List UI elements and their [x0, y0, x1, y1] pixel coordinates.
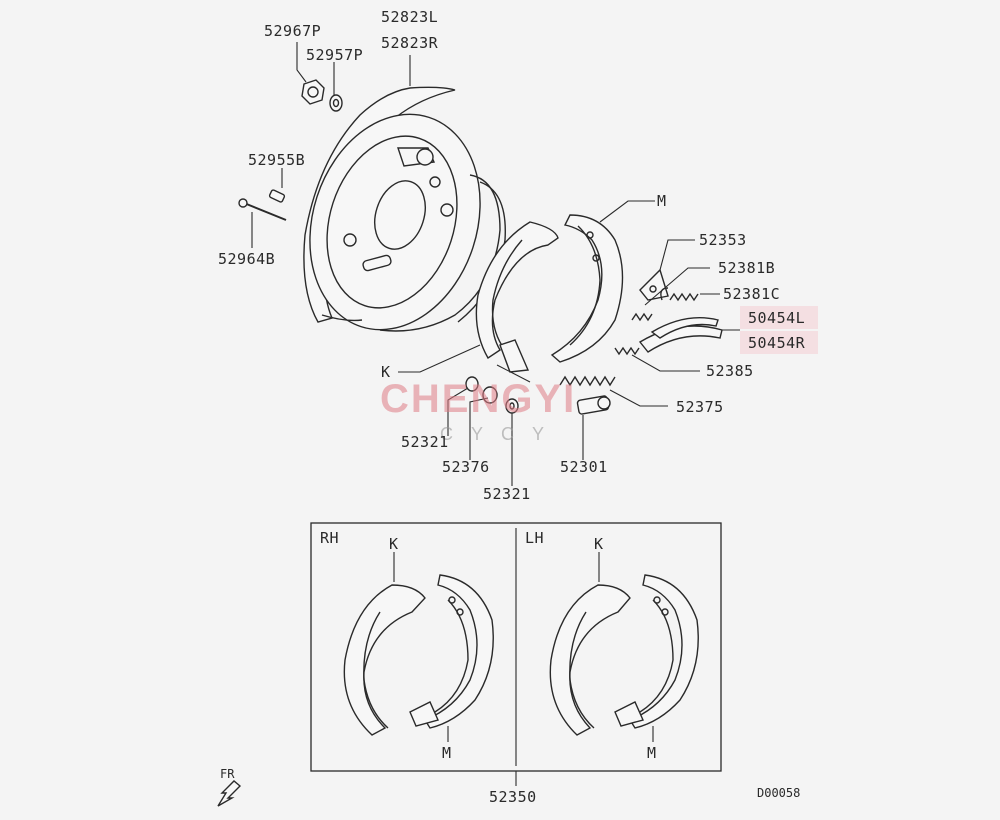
label-K: K — [381, 363, 391, 381]
label-52823L: 52823L — [381, 8, 438, 26]
watermark-brand: CHENGYI — [380, 377, 576, 421]
highlight-50454R — [740, 331, 818, 354]
front-direction-indicator: FR — [217, 767, 242, 807]
rh-m-label: M — [442, 744, 452, 762]
rh-shoe-m — [409, 574, 494, 729]
label-52381B: 52381B — [718, 259, 775, 277]
label-52381C: 52381C — [723, 285, 780, 303]
label-52823R: 52823R — [381, 34, 439, 52]
leader-lines — [251, 42, 740, 486]
label-M: M — [657, 192, 667, 210]
label-52385: 52385 — [706, 362, 754, 380]
label-52353: 52353 — [699, 231, 747, 249]
label-52967P: 52967P — [264, 22, 321, 40]
diagram-code: D00058 — [757, 786, 800, 800]
front-label: FR — [220, 767, 235, 781]
spring-52381B — [631, 312, 653, 322]
lever-50454 — [638, 317, 723, 353]
pin-52955B — [268, 189, 286, 203]
label-52321-a: 52321 — [401, 433, 449, 451]
shoe-K — [475, 221, 559, 383]
label-52350: 52350 — [489, 788, 537, 806]
inset-rh-label: RH — [320, 529, 339, 547]
label-50454R: 50454R — [748, 334, 806, 352]
watermark-sub: CYCY — [440, 424, 562, 444]
plate-52353 — [639, 268, 669, 301]
inset-lh-label: LH — [525, 529, 544, 547]
label-52957P: 52957P — [306, 46, 363, 64]
label-52321-b: 52321 — [483, 485, 531, 503]
rh-k-label: K — [389, 535, 399, 553]
spring-52385 — [614, 346, 640, 356]
label-52375: 52375 — [676, 398, 724, 416]
label-52964B: 52964B — [218, 250, 275, 268]
washer-52957P — [329, 94, 343, 112]
front-arrow-icon — [217, 780, 242, 807]
adjuster-52301 — [576, 395, 611, 415]
spring-52375 — [559, 375, 616, 387]
lh-k-label: K — [594, 535, 604, 553]
lh-m-label: M — [647, 744, 657, 762]
lh-shoe-m — [614, 574, 699, 729]
rh-shoe-k — [343, 584, 426, 736]
shoe-M — [550, 214, 624, 363]
bolt-52964B — [238, 198, 287, 221]
label-52955B: 52955B — [248, 151, 305, 169]
label-50454L: 50454L — [748, 309, 805, 327]
backing-plate — [303, 86, 506, 332]
parts-52321-52376 — [465, 376, 519, 414]
nut-52967P — [301, 79, 325, 105]
lh-shoe-k — [549, 584, 631, 736]
label-52301: 52301 — [560, 458, 608, 476]
highlight-50454L — [740, 306, 818, 329]
label-52376: 52376 — [442, 458, 490, 476]
inset-box: RH LH K M K — [310, 522, 722, 772]
